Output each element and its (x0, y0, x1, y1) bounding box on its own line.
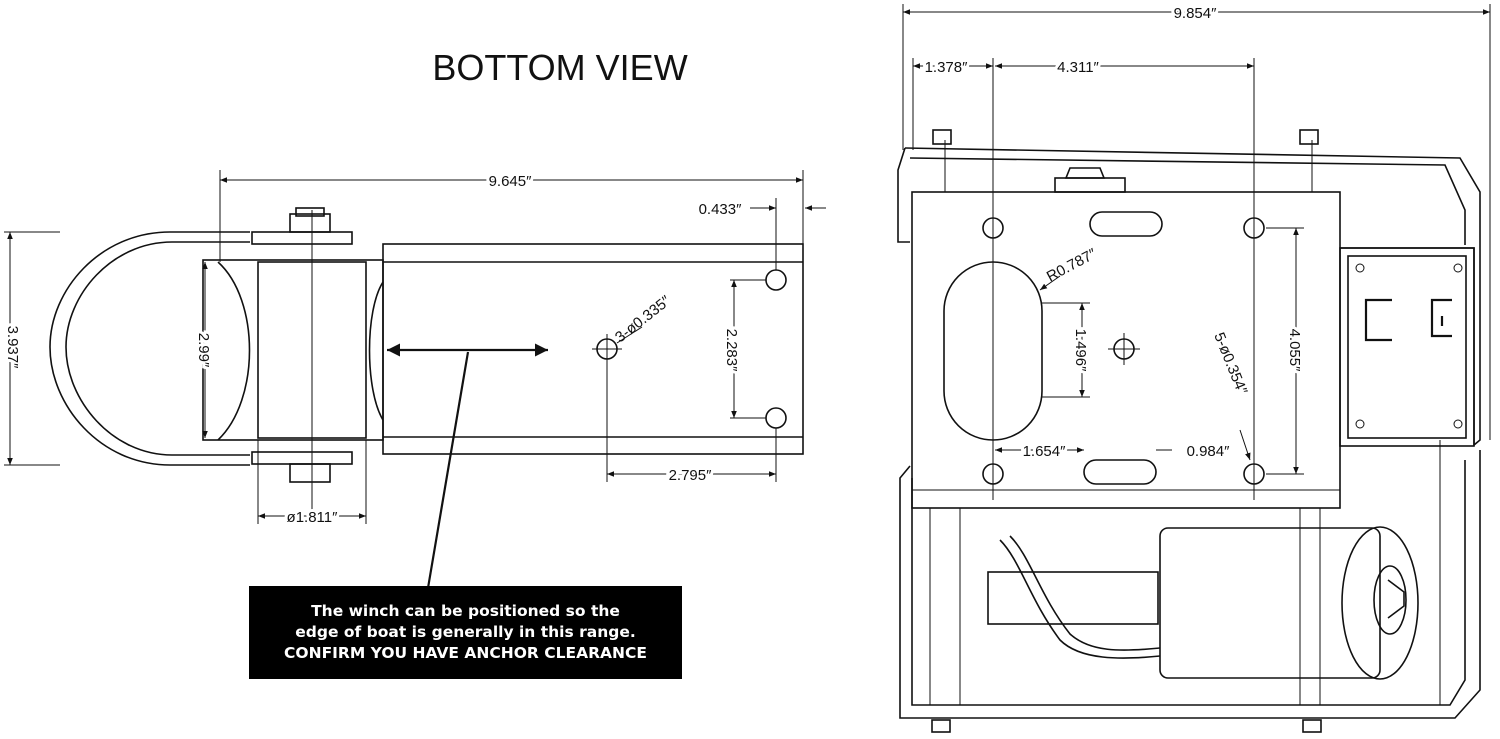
bottom-view-title: BOTTOM VIEW (432, 47, 687, 88)
dim-hole-span: 4.311″ (1057, 59, 1099, 76)
dim-height: 3.937″ (4, 326, 21, 370)
note-leader-line (426, 351, 470, 589)
clearance-note: The winch can be positioned so the edge … (249, 586, 682, 679)
bottom-view-outline (49, 207, 804, 520)
bottom-view-dimensions: 9.645″ 0.433″ 3.937″ 2.99″ ø1.811″ 3-ø0.… (1, 170, 826, 529)
winch-outline (897, 129, 1481, 733)
side-view-dimensions: 9.854″ 1.378″ 4.311″ R0.787″ 1.496″ 5-ø0… (902, 2, 1491, 500)
dim-holes-label: 5-ø0.354″ (1210, 330, 1250, 398)
dim-hole-spacing-v: 2.283″ (723, 329, 740, 373)
dim-overall: 9.854″ (1174, 5, 1218, 22)
dim-roller-dia: ø1.811″ (287, 509, 339, 526)
dim-slot-radius: R0.787″ (1044, 245, 1100, 286)
dim-hole-label: 3-ø0.335″ (612, 292, 675, 346)
dim-hole-vert: 4.055″ (1286, 329, 1303, 373)
dim-left-offset: 1.378″ (925, 59, 969, 76)
dim-slot-offset: 1.654″ (1023, 443, 1067, 460)
note-line-3: CONFIRM YOU HAVE ANCHOR CLEARANCE (284, 644, 647, 662)
dim-slot-height: 1.496″ (1072, 329, 1089, 373)
note-line-2: edge of boat is generally in this range. (295, 623, 636, 641)
dim-slot-len: 0.984″ (1187, 443, 1231, 460)
note-line-1: The winch can be positioned so the (311, 602, 620, 620)
dim-roller-length: 2.99″ (195, 333, 212, 368)
dim-overall-length: 9.645″ (489, 173, 533, 190)
dim-offset: 0.433″ (699, 201, 743, 218)
dim-hole-spacing-h: 2.795″ (669, 467, 713, 484)
